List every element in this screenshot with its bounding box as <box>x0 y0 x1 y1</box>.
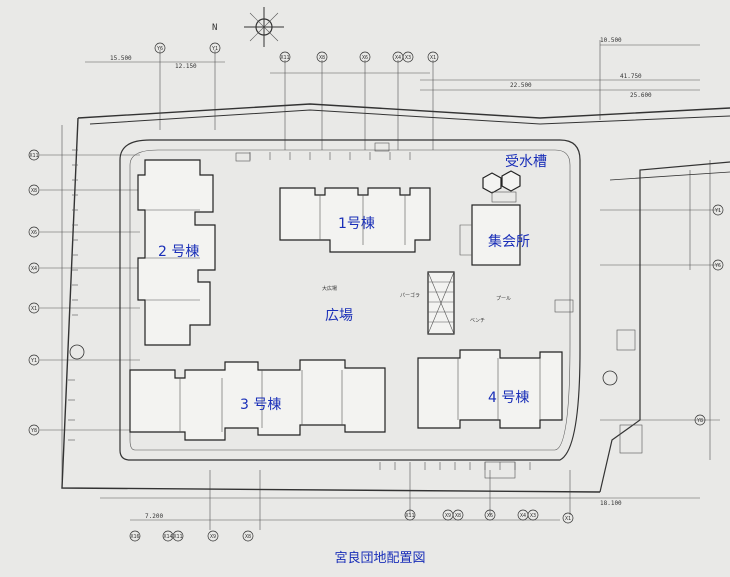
bin-shed <box>235 152 251 162</box>
svg-text:X8: X8 <box>455 513 461 519</box>
building-2-label: 2 号棟 <box>158 244 199 260</box>
building-2 <box>137 159 216 346</box>
water-tank-label: 受水槽 <box>505 154 547 170</box>
pergola-label: パーゴラ <box>400 292 420 299</box>
north-arrow-icon: N <box>212 7 284 47</box>
dim-left1: 15.500 <box>110 55 132 62</box>
dim-top4: 22.500 <box>510 82 532 89</box>
dim-top1: 10.500 <box>600 37 622 44</box>
building-1-label: 1号棟 <box>338 216 375 232</box>
water-tank <box>482 170 521 203</box>
svg-text:Y8: Y8 <box>697 418 703 424</box>
building-4-label: 4 号棟 <box>488 390 529 406</box>
dim-top3: 25.600 <box>630 92 652 99</box>
fire-cistern-icon <box>69 344 85 360</box>
svg-text:X8: X8 <box>245 534 251 540</box>
dim-top2: 41.750 <box>620 73 642 80</box>
svg-text:X9: X9 <box>445 513 451 519</box>
pool-label: プール <box>496 296 511 302</box>
svg-text:X14: X14 <box>163 534 172 540</box>
svg-text:X11: X11 <box>29 153 38 159</box>
svg-text:Y1: Y1 <box>212 46 218 52</box>
svg-text:X8: X8 <box>319 55 325 61</box>
site-boundary <box>61 103 730 493</box>
svg-text:X9: X9 <box>210 534 216 540</box>
plaza-label: 広場 <box>325 308 353 324</box>
bin-shed <box>554 299 574 313</box>
svg-text:X1: X1 <box>430 55 436 61</box>
building-1 <box>279 187 431 253</box>
svg-text:X6: X6 <box>362 55 368 61</box>
svg-text:Y1: Y1 <box>715 208 721 214</box>
parking-area <box>484 461 516 479</box>
svg-text:X4: X4 <box>520 513 526 519</box>
svg-text:Y1: Y1 <box>31 358 37 364</box>
drawing-title: 宮良団地配置図 <box>334 550 425 566</box>
dim-bottom2: 7.200 <box>145 513 163 520</box>
compass-label: N <box>212 23 217 33</box>
svg-text:X3: X3 <box>405 55 411 61</box>
svg-text:X6: X6 <box>487 513 493 519</box>
pergola <box>427 271 455 335</box>
svg-text:X16: X16 <box>130 534 139 540</box>
dimension-lines <box>40 40 720 530</box>
svg-text:Y6: Y6 <box>157 46 163 52</box>
meeting-hall-label: 集会所 <box>488 233 530 250</box>
electric-room <box>616 329 636 351</box>
svg-text:X11: X11 <box>405 513 414 519</box>
grid-bubbles-top: Y6 Y1 X11 X8 X6 X4 X3 X1 <box>154 42 439 63</box>
grid-bubbles-side: X11 X8 X6 X4 X1 Y1 Y8 Y1 Y6 Y8 <box>28 149 724 436</box>
dim-bottom1: 18.100 <box>600 500 622 507</box>
fire-cistern-icon <box>602 370 618 386</box>
svg-text:X1: X1 <box>565 516 571 522</box>
svg-text:X4: X4 <box>31 266 37 272</box>
svg-text:X11: X11 <box>280 55 289 61</box>
svg-text:X3: X3 <box>530 513 536 519</box>
svg-text:Y6: Y6 <box>715 263 721 269</box>
svg-text:X8: X8 <box>31 188 37 194</box>
grid-bubbles-bottom: X11 X9 X8 X6 X4 X3 X1 X16 X14 X11 X9 X8 <box>129 509 574 542</box>
svg-text:Y8: Y8 <box>31 428 37 434</box>
building-4 <box>417 349 563 429</box>
dim-left2: 12.150 <box>175 63 197 70</box>
svg-text:X6: X6 <box>31 230 37 236</box>
bin-shed <box>374 142 390 152</box>
plaza-small-label: 大広場 <box>322 285 337 292</box>
svg-text:X11: X11 <box>173 534 182 540</box>
svg-text:X1: X1 <box>31 306 37 312</box>
svg-text:X4: X4 <box>395 55 401 61</box>
storage-room <box>619 424 643 454</box>
meeting-hall <box>459 204 521 266</box>
building-3-label: 3 号棟 <box>240 397 281 413</box>
bench-label: ベンチ <box>470 318 485 324</box>
inner-road <box>68 139 581 470</box>
building-3 <box>129 359 386 441</box>
